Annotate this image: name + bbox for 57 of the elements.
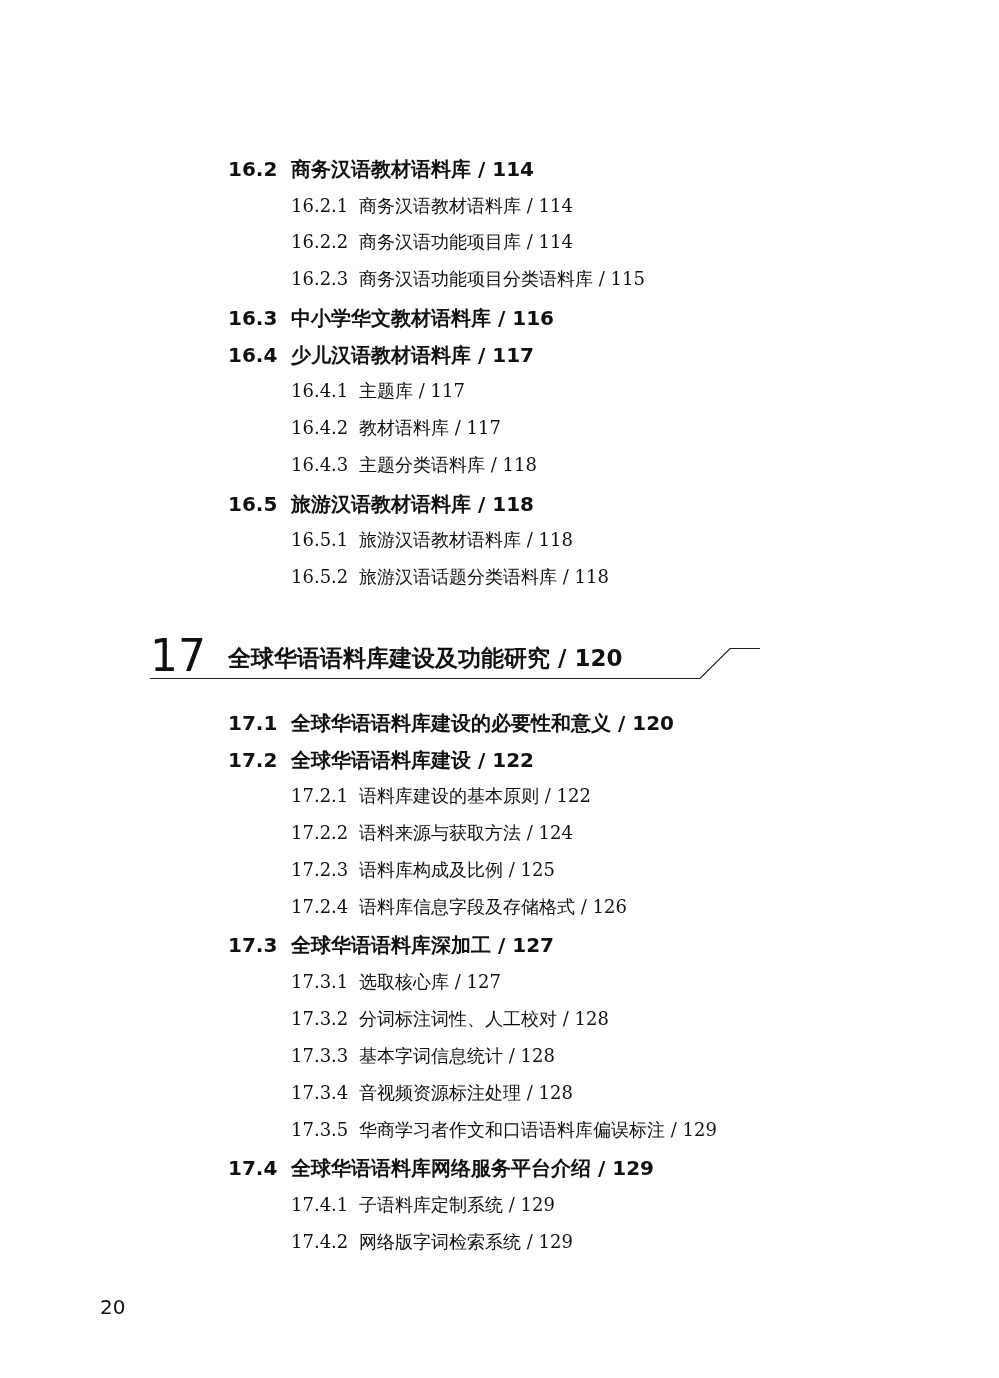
subsection-number: 17.3.4	[291, 1084, 349, 1103]
subsection-number: 17.2.1	[291, 787, 349, 806]
subsection-number: 17.3.1	[291, 973, 349, 992]
section-number: 16.3	[228, 308, 278, 328]
section-title: 商务汉语教材语料库 / 114	[291, 159, 534, 179]
section-title: 旅游汉语教材语料库 / 118	[291, 494, 534, 514]
subsection-number: 17.4.1	[291, 1196, 349, 1215]
subsection-title: 语料库建设的基本原则 / 122	[359, 787, 591, 806]
section-number: 17.4	[228, 1158, 278, 1178]
subsection-title: 华商学习者作文和口语语料库偏误标注 / 129	[359, 1121, 717, 1140]
section-number: 17.3	[228, 935, 278, 955]
subsection-number: 16.2.2	[291, 233, 349, 252]
section-number: 17.1	[228, 713, 278, 733]
subsection-number: 16.4.2	[291, 419, 349, 438]
section-title: 中小学华文教材语料库 / 116	[291, 308, 554, 328]
subsection-title: 语料库信息字段及存储格式 / 126	[359, 898, 627, 917]
subsection-title: 音视频资源标注处理 / 128	[359, 1084, 573, 1103]
subsection-number: 16.4.1	[291, 382, 349, 401]
subsection-title: 旅游汉语教材语料库 / 118	[359, 531, 573, 550]
subsection-title: 网络版字词检索系统 / 129	[359, 1233, 573, 1252]
section-number: 16.2	[228, 159, 278, 179]
subsection-number: 17.3.3	[291, 1047, 349, 1066]
subsection-number: 16.5.2	[291, 568, 349, 587]
subsection-title: 语料来源与获取方法 / 124	[359, 824, 573, 843]
subsection-number: 17.2.4	[291, 898, 349, 917]
subsection-title: 教材语料库 / 117	[359, 419, 501, 438]
subsection-number: 16.4.3	[291, 456, 349, 475]
subsection-title: 主题库 / 117	[359, 382, 465, 401]
subsection-number: 17.2.3	[291, 861, 349, 880]
subsection-number: 17.4.2	[291, 1233, 349, 1252]
page-number: 20	[100, 1297, 126, 1317]
subsection-title: 分词标注词性、人工校对 / 128	[359, 1010, 609, 1029]
subsection-number: 16.5.1	[291, 531, 349, 550]
section-number: 16.5	[228, 494, 278, 514]
subsection-number: 17.3.5	[291, 1121, 349, 1140]
section-title: 全球华语语料库深加工 / 127	[291, 935, 554, 955]
subsection-number: 17.3.2	[291, 1010, 349, 1029]
subsection-title: 基本字词信息统计 / 128	[359, 1047, 555, 1066]
subsection-number: 17.2.2	[291, 824, 349, 843]
section-title: 少儿汉语教材语料库 / 117	[291, 345, 534, 365]
subsection-number: 16.2.1	[291, 197, 349, 216]
subsection-title: 旅游汉语话题分类语料库 / 118	[359, 568, 609, 587]
section-title: 全球华语语料库网络服务平台介绍 / 129	[291, 1158, 654, 1178]
subsection-number: 16.2.3	[291, 270, 349, 289]
subsection-title: 子语料库定制系统 / 129	[359, 1196, 555, 1215]
subsection-title: 主题分类语料库 / 118	[359, 456, 537, 475]
subsection-title: 语料库构成及比例 / 125	[359, 861, 555, 880]
subsection-title: 商务汉语功能项目分类语料库 / 115	[359, 270, 645, 289]
chapter-title: 全球华语语料库建设及功能研究 / 120	[228, 647, 623, 671]
section-title: 全球华语语料库建设 / 122	[291, 750, 534, 770]
subsection-title: 选取核心库 / 127	[359, 973, 501, 992]
section-number: 17.2	[228, 750, 278, 770]
subsection-title: 商务汉语教材语料库 / 114	[359, 197, 573, 216]
subsection-title: 商务汉语功能项目库 / 114	[359, 233, 573, 252]
section-number: 16.4	[228, 345, 278, 365]
chapter-number: 17	[150, 633, 206, 678]
section-title: 全球华语语料库建设的必要性和意义 / 120	[291, 713, 674, 733]
